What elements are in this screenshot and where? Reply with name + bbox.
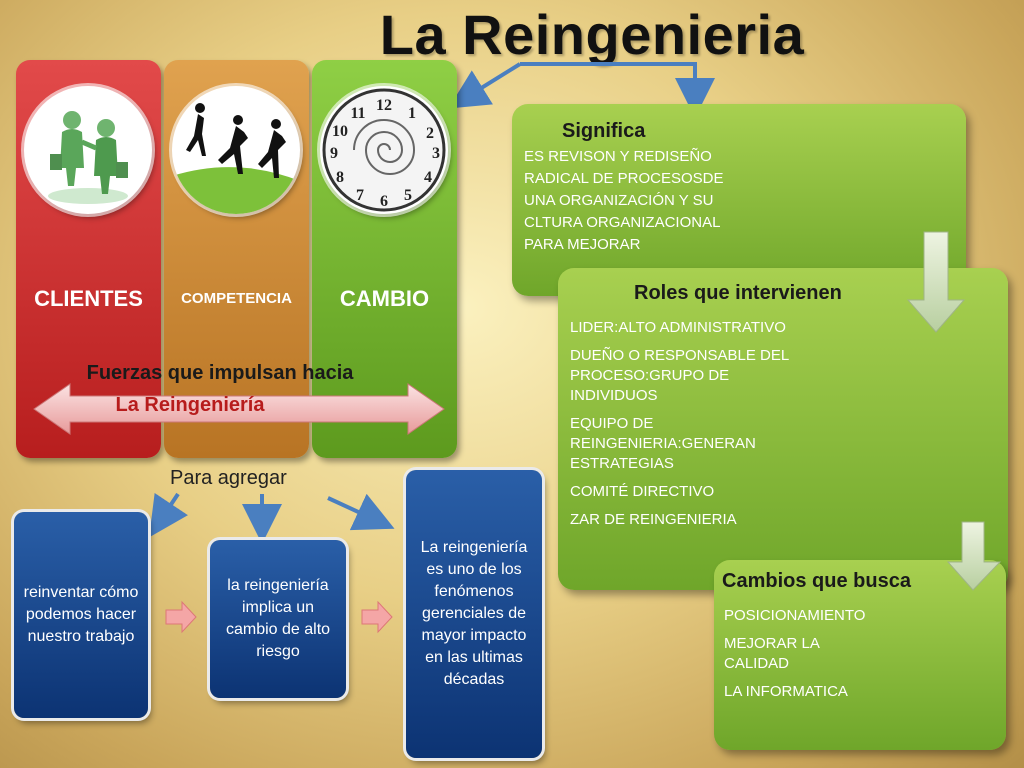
blue-box-text: la reingeniería implica un cambio de alt… (225, 577, 331, 660)
svg-text:5: 5 (404, 187, 412, 204)
page-title: La Reingenieria (379, 3, 805, 66)
svg-text:2: 2 (426, 125, 434, 142)
blue-box-fenomenos: La reingeniería es uno de los fenómenos … (406, 470, 542, 758)
blue-box-text: La reingeniería es uno de los fenómenos … (420, 539, 528, 688)
svg-text:9: 9 (330, 145, 338, 162)
list-item: COMITÉ DIRECTIVO (570, 483, 715, 500)
title-arrow (520, 62, 715, 118)
list-item: LIDER:ALTO ADMINISTRATIVO (570, 319, 786, 336)
arrow-down-icon (946, 521, 1002, 591)
significa-line: RADICAL DE PROCESOSDE (524, 170, 724, 187)
competencia-circle (172, 86, 300, 214)
significa-heading: Significa (562, 120, 646, 142)
svg-text:8: 8 (336, 169, 344, 186)
label-cambio: CAMBIO (339, 286, 430, 311)
blue-box-riesgo: la reingeniería implica un cambio de alt… (210, 540, 346, 698)
agregar-arrow-1 (149, 492, 188, 538)
cambios-box: Cambios que busca POSICIONAMIENTO MEJORA… (714, 560, 1006, 750)
agregar-arrow-3 (327, 493, 395, 531)
title-arrow-left (448, 62, 522, 109)
svg-text:10: 10 (332, 123, 348, 140)
svg-text:6: 6 (380, 193, 388, 210)
list-item: DUEÑO O RESPONSABLE DEL PROCESO:GRUPO DE… (570, 347, 789, 404)
svg-text:7: 7 (356, 187, 364, 204)
roles-heading: Roles que intervienen (634, 282, 842, 304)
arrow-down-icon (906, 231, 966, 333)
svg-text:4: 4 (424, 169, 432, 186)
list-item: LA INFORMATICA (724, 683, 848, 700)
para-agregar-label: Para agregar (170, 467, 287, 489)
handshake-icon (48, 111, 128, 204)
double-arrow-icon (33, 383, 445, 435)
significa-text: ES REVISON Y REDISEÑO RADICAL DE PROCESO… (524, 146, 724, 256)
significa-line: UNA ORGANIZACIÓN Y SU (524, 192, 714, 209)
blue-box-reinventar: reinventar cómo podemos hacer nuestro tr… (14, 512, 148, 718)
significa-box: Significa ES REVISON Y REDISEÑO RADICAL … (512, 104, 966, 296)
list-item: MEJORAR LA CALIDAD (724, 635, 820, 672)
svg-text:1: 1 (408, 105, 416, 122)
label-competencia: COMPETENCIA (181, 290, 292, 307)
arrow-right-icon (165, 600, 197, 634)
list-item: EQUIPO DE REINGENIERIA:GENERAN ESTRATEGI… (570, 415, 756, 472)
significa-line: ES REVISON Y REDISEÑO (524, 148, 712, 165)
svg-text:11: 11 (350, 105, 365, 122)
fuerzas-line2: La Reingeniería (115, 394, 265, 416)
cambios-heading: Cambios que busca (722, 570, 911, 592)
significa-line: CLTURA ORGANIZACIONAL (524, 214, 721, 231)
svg-text:12: 12 (376, 97, 392, 114)
svg-text:3: 3 (432, 145, 440, 162)
label-clientes: CLIENTES (34, 286, 143, 311)
blue-box-text: reinventar cómo podemos hacer nuestro tr… (23, 584, 139, 645)
roles-list: LIDER:ALTO ADMINISTRATIVO DUEÑO O RESPON… (570, 318, 820, 538)
runners-icon (172, 103, 300, 214)
list-item: ZAR DE REINGENIERIA (570, 511, 737, 528)
fuerzas-line1: Fuerzas que impulsan hacia (86, 362, 354, 384)
cambios-list: POSICIONAMIENTO MEJORAR LA CALIDAD LA IN… (724, 606, 874, 710)
list-item: POSICIONAMIENTO (724, 607, 866, 624)
significa-line: PARA MEJORAR (524, 236, 641, 253)
clientes-circle (24, 86, 152, 214)
arrow-right-icon (361, 600, 393, 634)
